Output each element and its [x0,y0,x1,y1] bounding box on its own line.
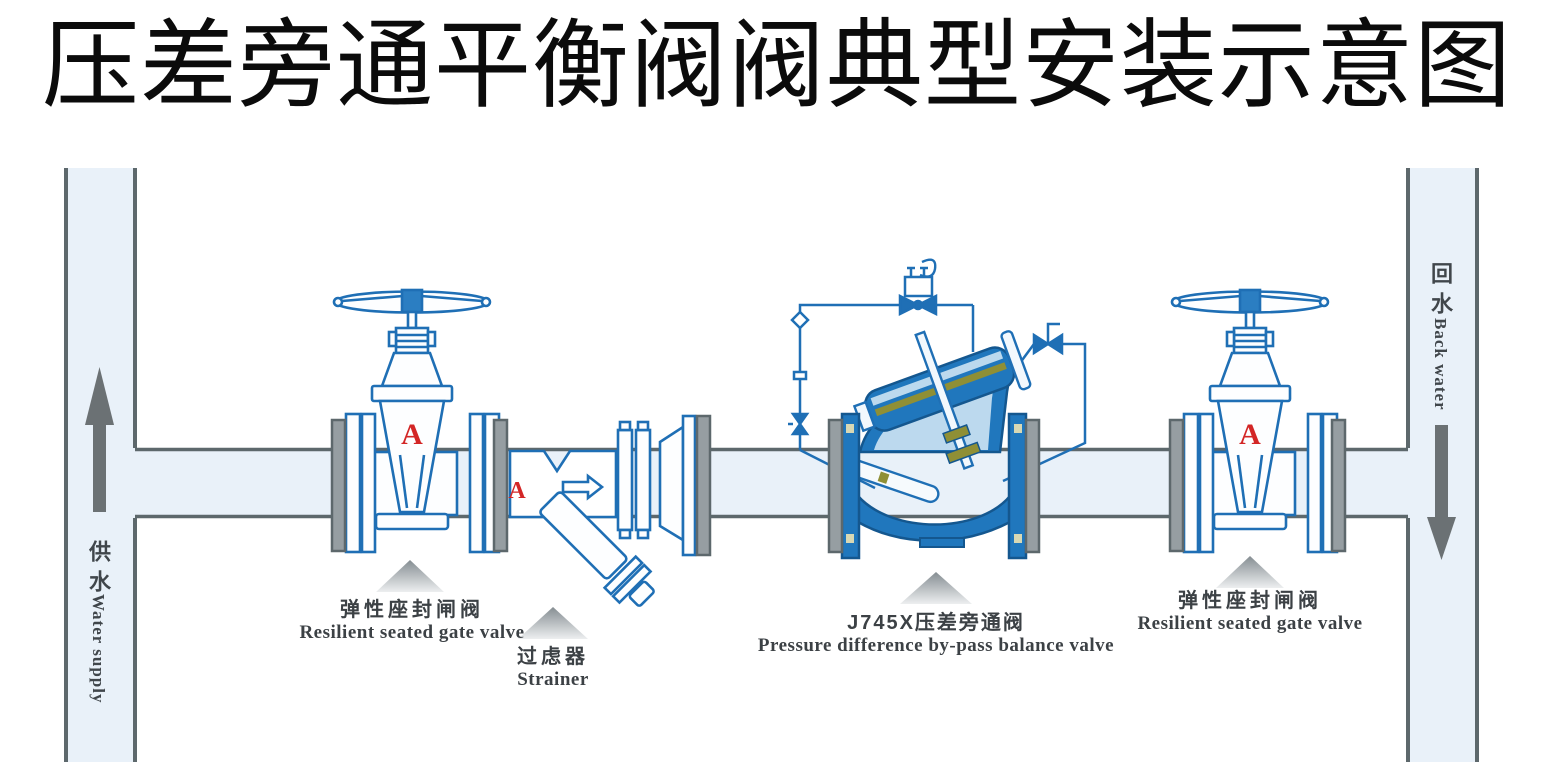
label-gate-left-cn: 弹性座封闸阀 [340,599,484,621]
label-gate-valve-left: 弹性座封闸阀 Resilient seated gate valve [299,593,524,644]
label-return-en: Back water [1431,318,1450,411]
line-fittings [788,310,810,436]
pointer-gate-right [1216,556,1284,588]
strainer-component: A [508,414,712,607]
label-pointers [376,556,1284,639]
pointer-strainer [518,607,588,639]
label-bypass-en: Pressure difference by-pass balance valv… [757,635,1115,656]
label-gate-valve-right: 弹性座封闸阀 Resilient seated gate valve [1137,584,1362,635]
bypass-valve-component [827,258,1041,560]
pilot-box [903,266,934,298]
gate-valve-left: A [330,288,509,554]
label-supply-cn: 供水 [86,540,111,600]
flow-arrow-up-icon [85,367,114,512]
brand-logo-letter-strainer: A [508,478,526,504]
label-bypass-valve: J745X压差旁通阀 Pressure difference by-pass b… [758,606,1114,657]
label-gate-left-en: Resilient seated gate valve [299,622,525,643]
diaphragm-actuator [852,330,1032,470]
pointer-bypass [900,572,972,604]
pilot-valve-icon [898,293,938,317]
label-gate-right-cn: 弹性座封闸阀 [1178,590,1322,612]
label-bypass-cn: J745X压差旁通阀 [847,612,1025,634]
label-return-cn: 回水 [1428,262,1453,322]
flow-direction-icon [561,473,605,501]
branch-valve-icon [1032,322,1064,356]
return-pipe [1406,168,1479,762]
label-strainer-cn: 过虑器 [517,646,589,668]
brand-logo-letter: A [401,418,423,451]
label-gate-right-en: Resilient seated gate valve [1137,613,1363,634]
flow-arrow-down-icon [1427,425,1456,560]
label-supply-en: Water supply [89,594,108,704]
pointer-gate-left [376,560,444,592]
label-strainer: 过虑器 Strainer [517,640,589,691]
gate-valve-right [1168,288,1347,554]
label-strainer-en: Strainer [517,669,589,690]
page-title: 压差旁通平衡阀阀典型安装示意图 [42,13,1512,120]
